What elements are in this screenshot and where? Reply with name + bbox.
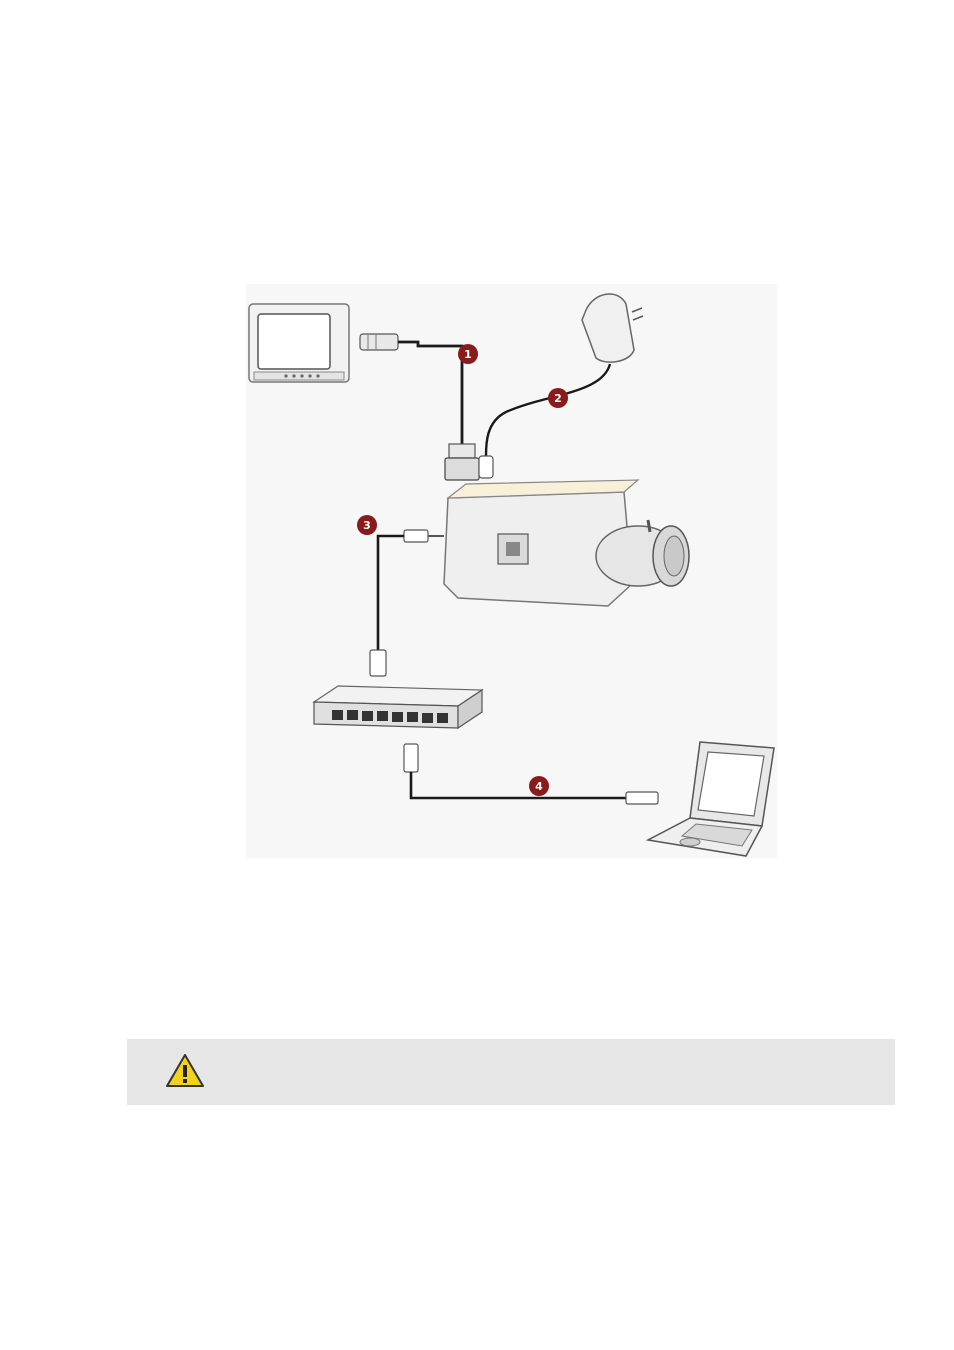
callout-1-label: 1 — [464, 348, 472, 361]
callout-2: 2 — [548, 388, 568, 408]
callout-4-label: 4 — [535, 780, 543, 793]
warning-note — [127, 1039, 895, 1105]
callout-4: 4 — [529, 776, 549, 796]
crt-monitor-icon — [249, 304, 349, 382]
callout-1: 1 — [458, 344, 478, 364]
connection-diagram-svg: 1 2 3 4 — [246, 284, 777, 858]
callout-3: 3 — [357, 515, 377, 535]
warning-triangle-icon — [165, 1053, 205, 1089]
connection-diagram: 1 2 3 4 — [246, 284, 777, 858]
callout-3-label: 3 — [363, 519, 371, 532]
network-switch-icon — [314, 686, 482, 728]
callout-2-label: 2 — [554, 392, 562, 405]
